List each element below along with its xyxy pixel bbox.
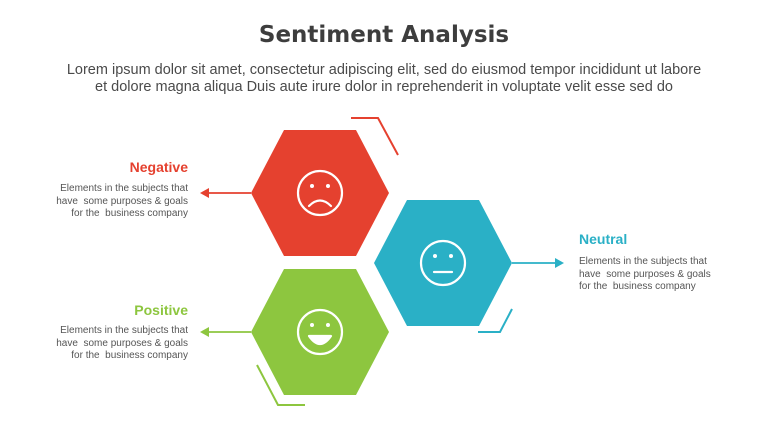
neutral-hexagon — [374, 200, 513, 333]
subtitle-line-1: Lorem ipsum dolor sit amet, consectetur … — [66, 62, 702, 78]
positive-description: Elements in the subjects that have some … — [30, 325, 188, 363]
positive-arrow — [200, 327, 251, 337]
positive-desc-line-1: Elements in the subjects that — [60, 325, 188, 336]
neutral-face-icon — [419, 239, 467, 287]
subtitle-line-2: et dolore magna aliqua Duis aute irure d… — [95, 79, 673, 95]
neutral-desc-line-3: for the business company — [579, 281, 696, 292]
negative-desc-line-3: for the business company — [71, 208, 188, 219]
negative-desc-line-1: Elements in the subjects that — [60, 183, 188, 194]
sad-face-icon — [296, 169, 344, 217]
positive-hexagon — [251, 269, 389, 406]
positive-label: Positive — [134, 302, 188, 318]
neutral-label: Neutral — [579, 231, 628, 247]
neutral-description: Elements in the subjects that have some … — [579, 256, 749, 294]
negative-label: Negative — [129, 159, 188, 175]
negative-description: Elements in the subjects that have some … — [30, 183, 188, 221]
page-title: Sentiment Analysis — [258, 22, 510, 48]
neutral-arrow — [512, 258, 564, 268]
page-subtitle: Lorem ipsum dolor sit amet, consectetur … — [20, 62, 748, 96]
negative-hexagon — [251, 117, 399, 256]
positive-desc-line-2: have some purposes & goals — [56, 337, 188, 349]
negative-desc-line-2: have some purposes & goals — [56, 195, 188, 207]
neutral-desc-line-2: have some purposes & goals — [579, 268, 711, 280]
positive-desc-line-3: for the business company — [71, 350, 188, 361]
happy-face-icon — [296, 308, 344, 356]
negative-arrow — [200, 188, 251, 198]
neutral-desc-line-1: Elements in the subjects that — [579, 256, 707, 267]
